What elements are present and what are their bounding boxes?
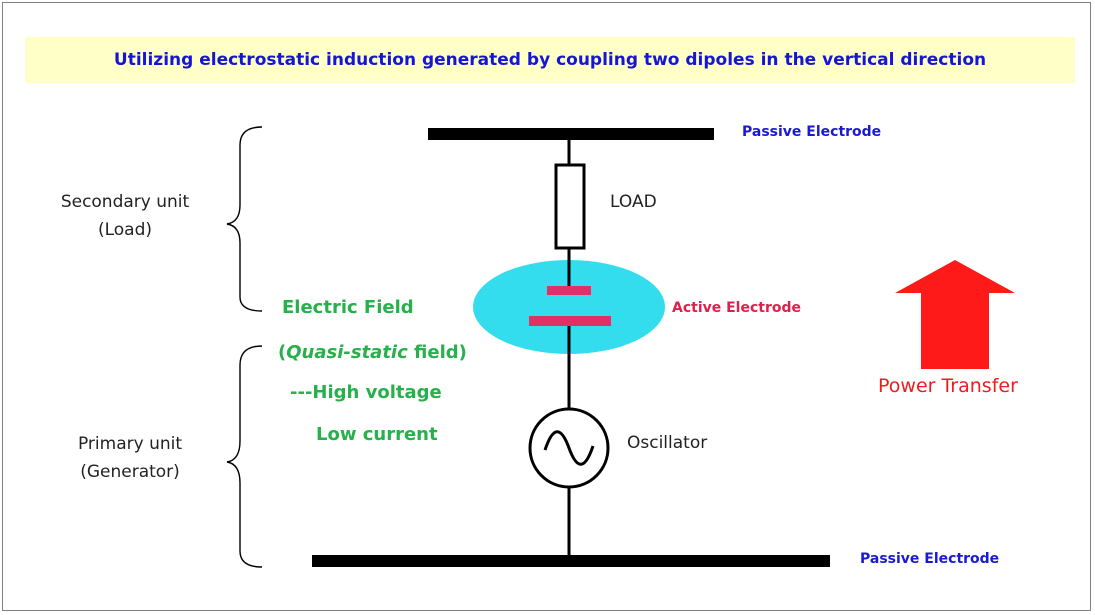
power-transfer-label: Power Transfer: [878, 375, 1018, 397]
primary-unit-title: Primary unit: [77, 434, 183, 454]
sine-wave-icon: [543, 430, 595, 466]
active-electrode-label: Active Electrode: [672, 300, 802, 316]
passive-electrode-top-label: Passive Electrode: [742, 124, 882, 140]
primary-unit-brace: [226, 345, 263, 568]
quasi-open-paren: (: [278, 342, 287, 363]
secondary-unit-subtitle: (Load): [97, 220, 153, 240]
oscillator-label: Oscillator: [627, 433, 708, 453]
low-current-label: Low current: [316, 424, 438, 445]
quasi-static-italic: Quasi-static: [286, 342, 408, 363]
active-electrode-upper-plate: [547, 286, 591, 295]
active-electrode-lower-plate: [529, 316, 611, 326]
diagram-title: Utilizing electrostatic induction genera…: [113, 50, 987, 70]
electric-field-ellipse: [473, 260, 665, 354]
secondary-unit-brace: [226, 126, 263, 312]
load-label: LOAD: [610, 192, 657, 212]
primary-unit-label: Primary unit (Generator): [40, 430, 220, 486]
quasi-static-field-label: (Quasi-static field): [278, 342, 467, 363]
title-band: [25, 37, 1075, 83]
up-arrow-icon: [895, 260, 1015, 369]
bottom-passive-electrode: [312, 555, 830, 567]
resistor-icon: [554, 163, 586, 250]
passive-electrode-bottom-label: Passive Electrode: [860, 551, 1000, 567]
primary-unit-subtitle: (Generator): [80, 462, 180, 482]
top-passive-electrode: [428, 128, 714, 140]
secondary-unit-title: Secondary unit: [60, 192, 190, 212]
quasi-field-rest: field): [407, 342, 467, 363]
secondary-unit-label: Secondary unit (Load): [30, 188, 220, 244]
high-voltage-label: ---High voltage: [290, 382, 442, 403]
electric-field-label: Electric Field: [282, 297, 414, 318]
